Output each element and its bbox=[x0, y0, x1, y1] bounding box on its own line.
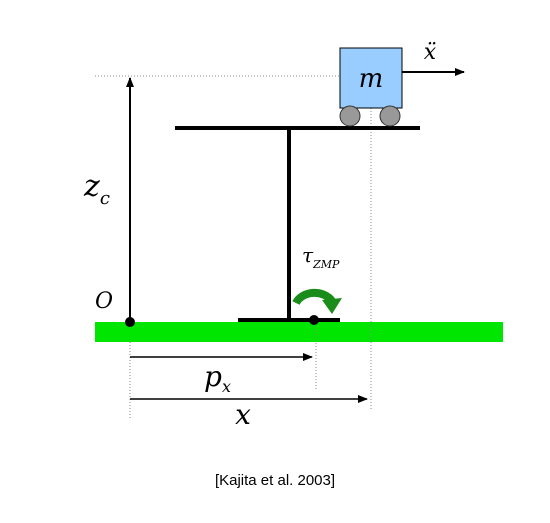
cart-body bbox=[339, 47, 403, 109]
origin-label: O bbox=[95, 289, 113, 314]
acceleration-label: ẍ bbox=[424, 40, 437, 65]
height-label: zc bbox=[83, 169, 110, 209]
cart-wheel-left bbox=[339, 105, 361, 127]
floor bbox=[95, 322, 503, 342]
origin-point bbox=[125, 317, 135, 327]
cart-position-label: x bbox=[235, 398, 251, 431]
torque-arrowhead bbox=[322, 298, 342, 314]
zmp-position-label: px bbox=[204, 360, 231, 396]
cart-wheel-right bbox=[379, 105, 401, 127]
zmp-point bbox=[309, 315, 319, 325]
torque-label: τZMP bbox=[302, 243, 340, 271]
torque-arrow-icon bbox=[292, 288, 336, 306]
citation: [Kajita et al. 2003] bbox=[214, 472, 336, 489]
mass-label: m bbox=[359, 64, 384, 94]
